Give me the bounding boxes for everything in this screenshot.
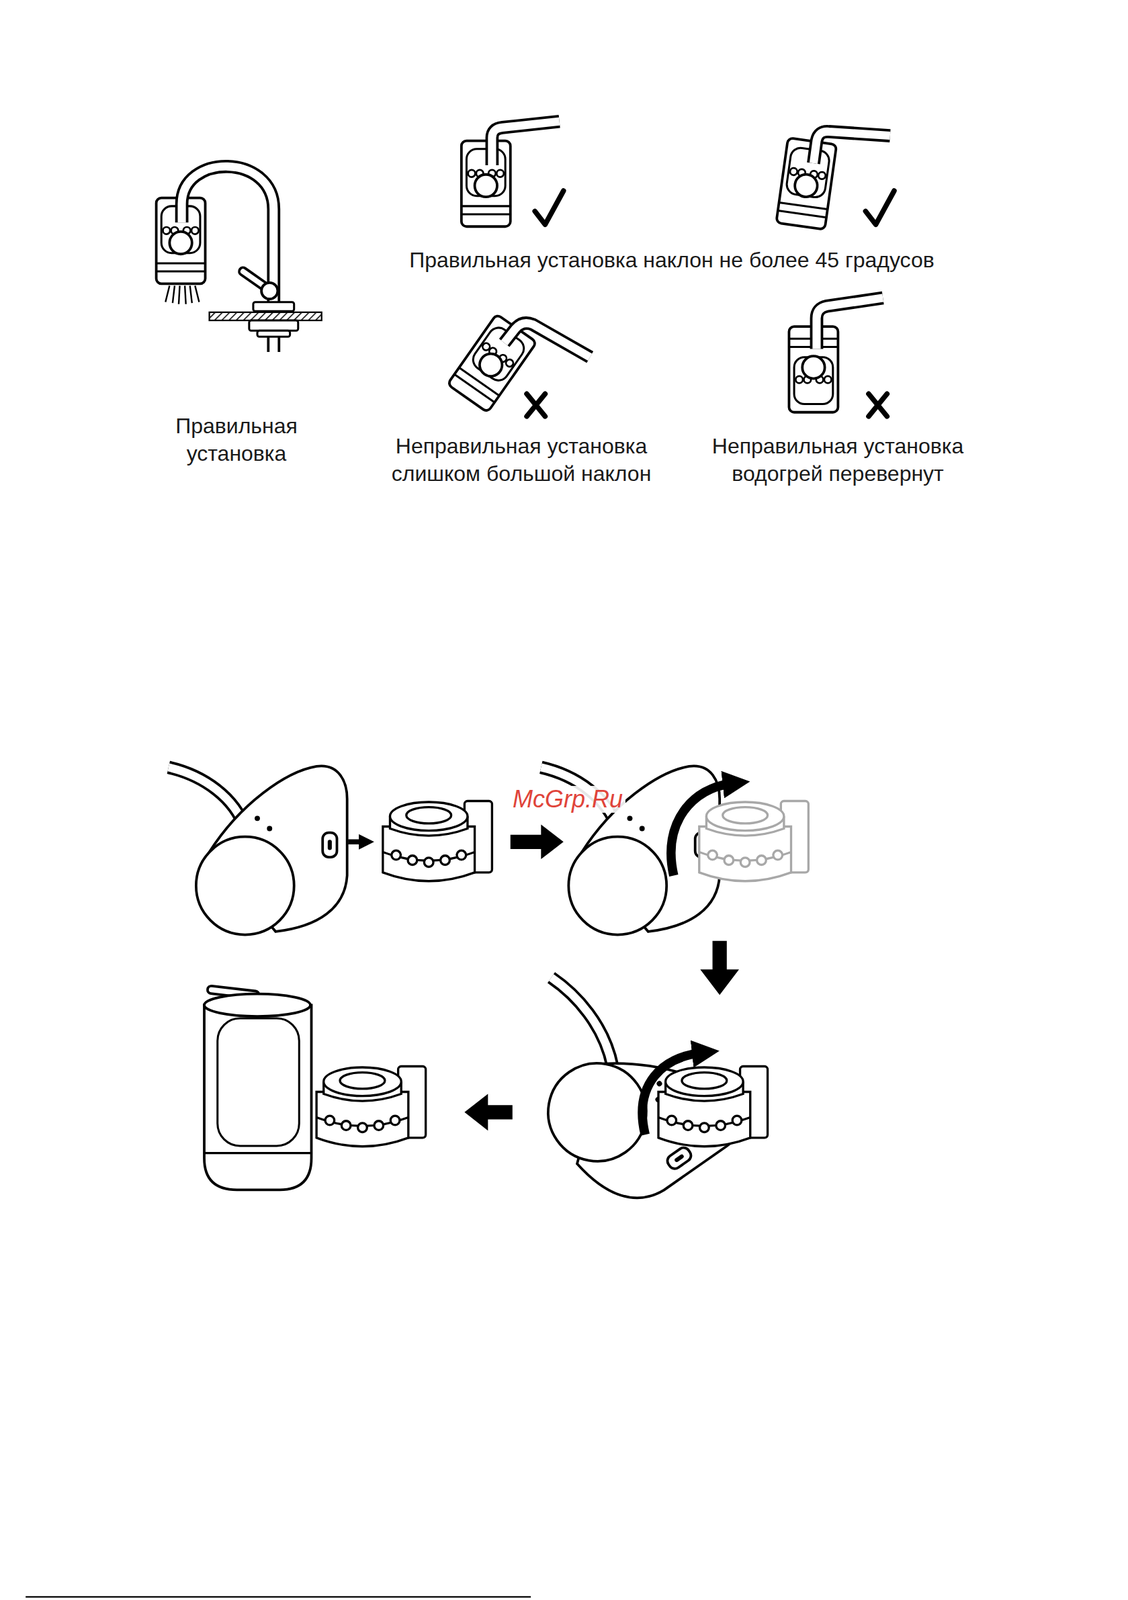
footer-rule (25, 1596, 531, 1598)
caption-label: Неправильная установка слишком большой н… (360, 432, 683, 488)
caption-label: Правильная установка (155, 412, 318, 468)
caption-label: Правильная установка наклон не более 45 … (409, 246, 934, 275)
caption-label: Неправильная установка водогрей переверн… (676, 432, 1000, 488)
faucet-scene (156, 166, 322, 353)
watermark: McGrp.Ru (509, 786, 626, 813)
assembly-steps (168, 765, 809, 1225)
